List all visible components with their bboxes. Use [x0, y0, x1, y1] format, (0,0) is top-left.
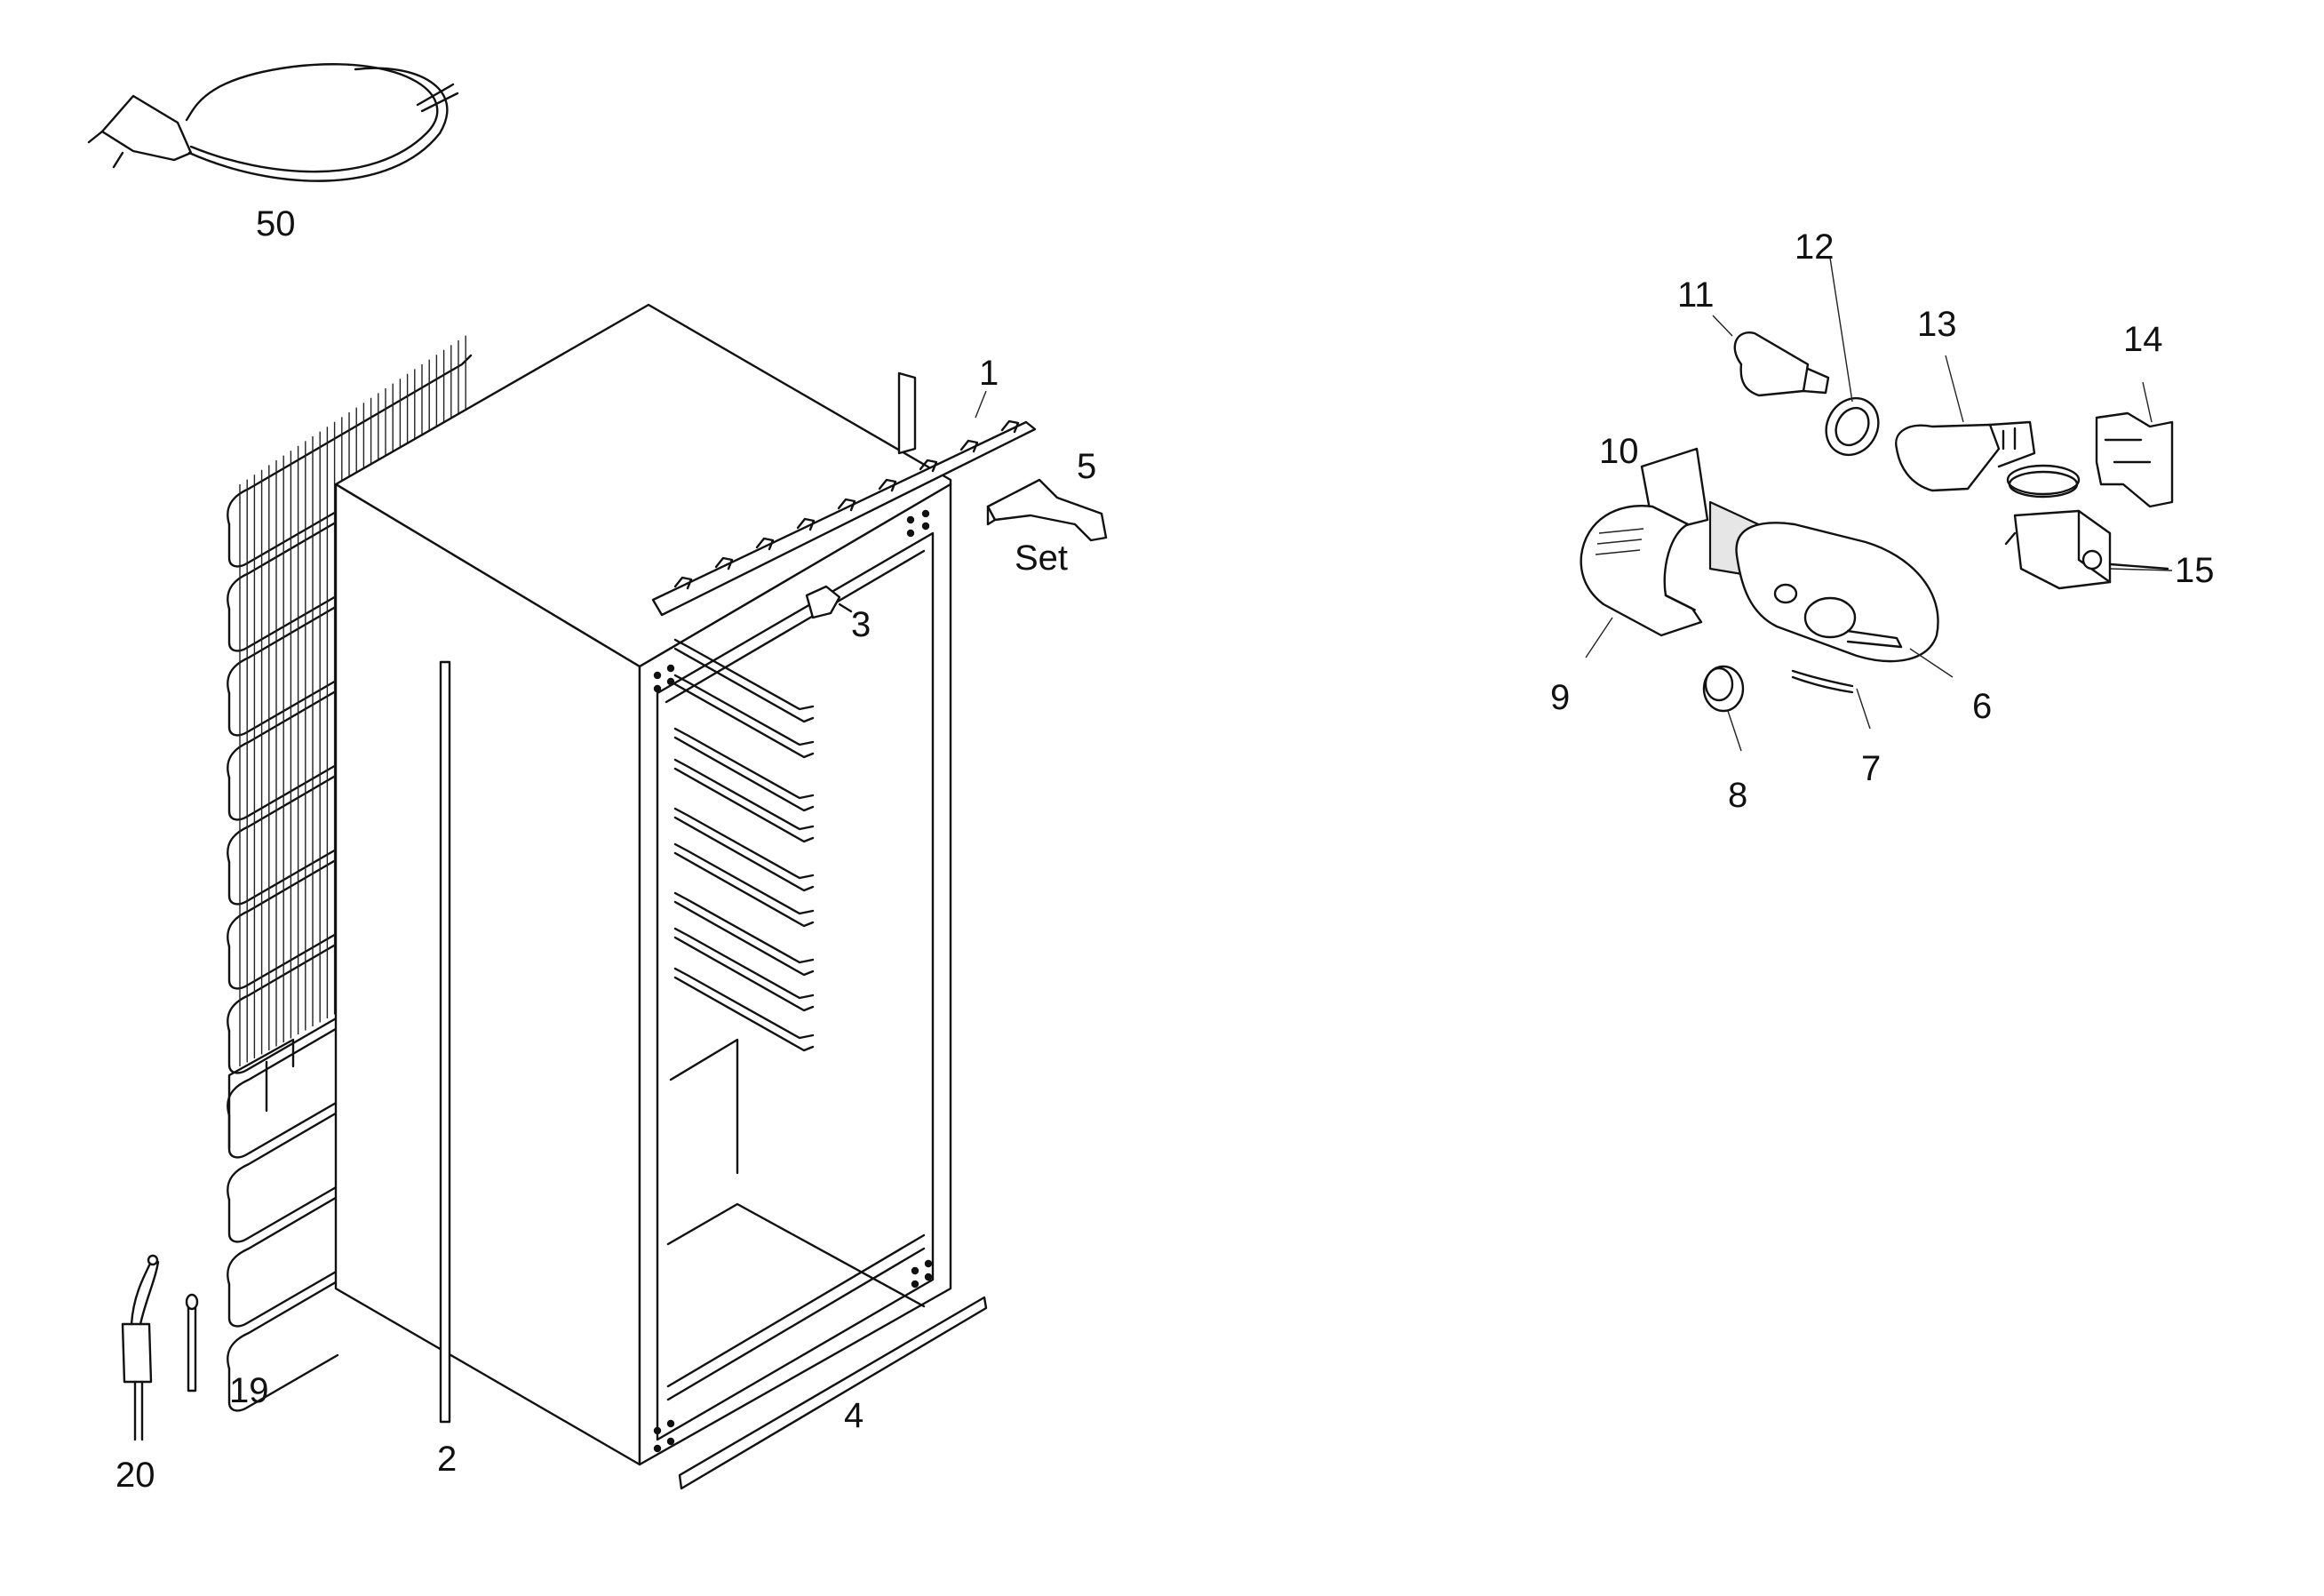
label-part-14: 14 — [2123, 320, 2163, 359]
lamp-cover-part-9 — [1580, 505, 1703, 637]
base-strip-part-4 — [678, 1296, 988, 1490]
bulb-part-11 — [1733, 331, 1830, 397]
label-part-3: 3 — [851, 605, 872, 644]
label-part-19: 19 — [229, 1371, 269, 1410]
knob-part-8 — [1702, 665, 1745, 713]
label-part-50: 50 — [256, 204, 296, 243]
lamp-housing-part-6 — [1708, 500, 1939, 663]
leader-lines — [975, 257, 2173, 752]
label-part-8: 8 — [1728, 776, 1748, 815]
top-strip-part-1 — [651, 371, 1037, 617]
gasket-part-7 — [1791, 669, 1854, 694]
label-part-12: 12 — [1795, 227, 1835, 267]
label-part-4: 4 — [844, 1396, 864, 1435]
label-part-9: 9 — [1550, 678, 1571, 717]
label-part-10: 10 — [1599, 432, 1639, 471]
hinge-part-5 — [986, 478, 1108, 542]
label-part-15: 15 — [2175, 551, 2215, 590]
sensor-part-19 — [185, 1293, 199, 1393]
power-cord-part-50 — [87, 63, 459, 182]
label-part-13: 13 — [1917, 305, 1957, 344]
label-part-2: 2 — [437, 1440, 458, 1479]
sensor-part-20 — [121, 1254, 160, 1441]
label-part-7: 7 — [1861, 749, 1882, 788]
label-part-5: 5 — [1077, 447, 1097, 486]
label-part-6: 6 — [1972, 687, 1993, 726]
thermostat-part-15 — [2004, 464, 2169, 590]
label-part-20: 20 — [115, 1456, 155, 1495]
latch-part-3 — [805, 585, 853, 619]
seal-strip-part-2 — [439, 660, 451, 1424]
label-part-11: 11 — [1677, 275, 1715, 315]
label-part-1: 1 — [979, 354, 999, 393]
ring-part-12 — [1825, 396, 1880, 457]
label-part-5-set: Set — [1015, 539, 1069, 578]
socket-part-13 — [1895, 420, 2036, 492]
refrigerator-cabinet — [334, 303, 952, 1466]
bracket-part-14 — [2095, 411, 2174, 508]
